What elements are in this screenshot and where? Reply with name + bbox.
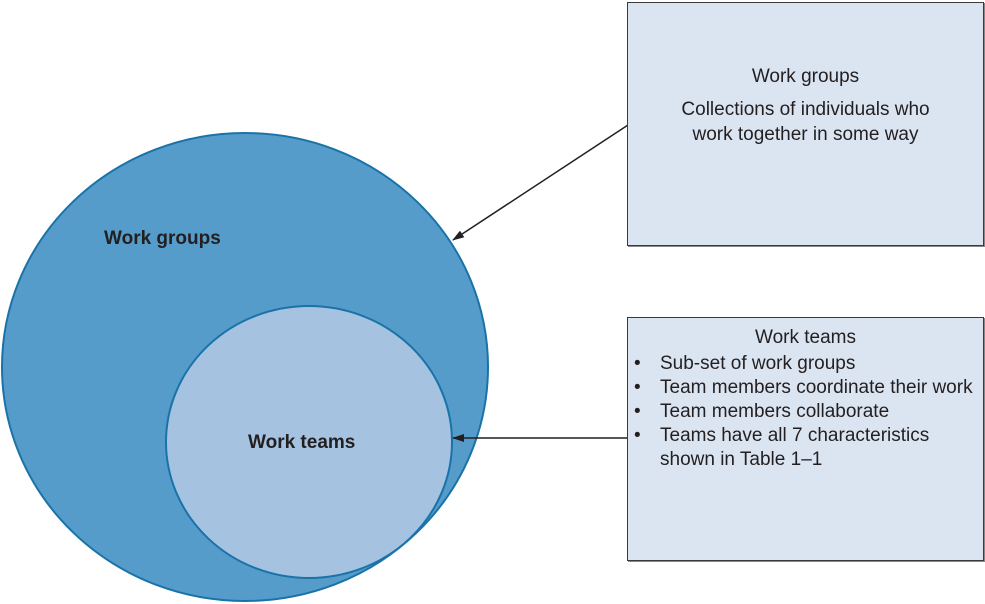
bullet-icon: • <box>634 401 641 422</box>
list-item: • Teams have all 7 characteristics shown… <box>632 424 973 472</box>
work-teams-circle <box>165 305 453 579</box>
work-groups-arrow <box>452 124 629 241</box>
list-item-text: Team members coordinate their work <box>660 377 973 398</box>
work-groups-box-description: Collections of individuals who work toge… <box>681 98 930 145</box>
list-item-text: Team members collaborate <box>660 401 890 422</box>
list-item-text: Teams have all 7 characteristics shown i… <box>660 425 930 470</box>
work-teams-circle-label: Work teams <box>248 432 356 453</box>
work-teams-list: • Sub-set of work groups • Team members … <box>632 352 973 472</box>
list-item-text: Sub-set of work groups <box>660 353 856 374</box>
list-item: • Sub-set of work groups <box>632 352 973 376</box>
list-item: • Team members collaborate <box>632 400 973 424</box>
work-groups-box: Work groups Collections of individuals w… <box>627 2 984 246</box>
bullet-icon: • <box>634 377 641 398</box>
work-teams-box-title: Work teams <box>754 327 856 348</box>
work-groups-box-title: Work groups <box>751 65 860 87</box>
work-teams-box: Work teams • Sub-set of work groups • Te… <box>627 317 984 561</box>
bullet-icon: • <box>634 425 641 446</box>
bullet-icon: • <box>634 353 641 374</box>
work-groups-circle-label: Work groups <box>104 228 221 249</box>
list-item: • Team members coordinate their work <box>632 376 973 400</box>
